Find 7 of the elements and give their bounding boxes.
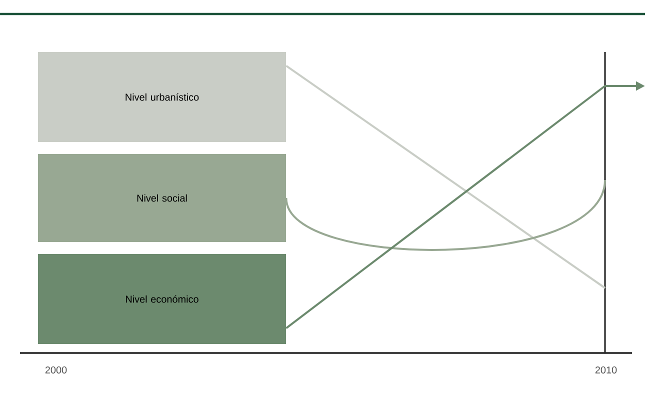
trend-line [286,64,606,289]
level-box: Nivel económico [38,254,286,344]
level-box: Nivel urbanístico [38,52,286,142]
trend-line [285,180,606,251]
year-label: 2000 [45,366,67,374]
level-box: Nivel social [38,154,286,242]
year-label: 2010 [595,366,617,374]
